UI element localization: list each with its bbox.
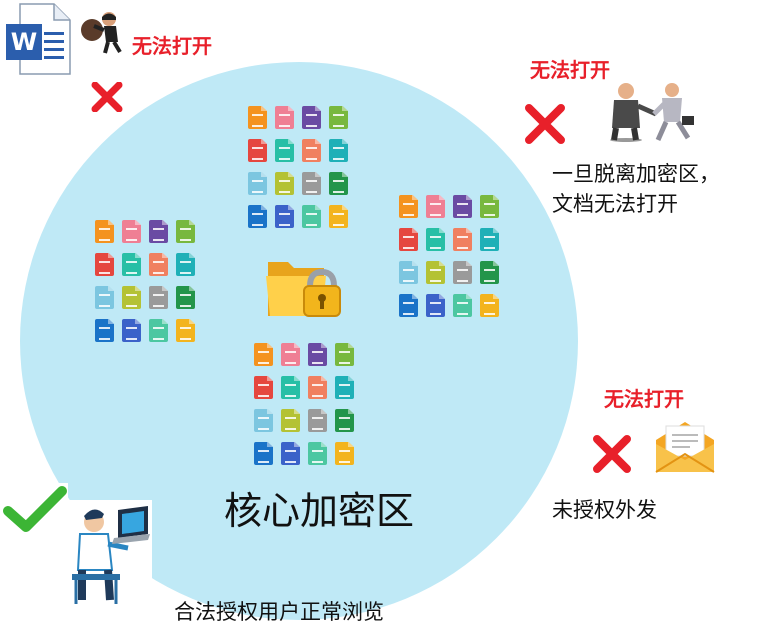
encrypted-file-icon [176, 253, 195, 276]
encrypted-file-icon [149, 286, 168, 309]
encrypted-file-icon [281, 442, 300, 465]
deny-x-icon [593, 435, 631, 473]
encrypted-file-icon [149, 220, 168, 243]
businessmen-dragging-icon [610, 83, 694, 142]
encrypted-file-icon [254, 376, 273, 399]
encrypted-file-icon [302, 139, 321, 162]
encrypted-file-icon [248, 106, 267, 129]
encrypted-file-icon [480, 228, 499, 251]
encrypted-file-icon [122, 253, 141, 276]
encrypted-file-icon [335, 343, 354, 366]
encrypted-file-icon [248, 139, 267, 162]
encrypted-file-icon [176, 319, 195, 342]
encrypted-file-icon [480, 195, 499, 218]
encrypted-file-icon [426, 228, 445, 251]
encrypted-file-icon [480, 261, 499, 284]
encrypted-file-icon [426, 261, 445, 284]
encrypted-file-icon [254, 442, 273, 465]
encrypted-file-icon [281, 376, 300, 399]
encrypted-file-icon [176, 286, 195, 309]
encrypted-file-icon [399, 228, 418, 251]
encrypted-file-icon [281, 343, 300, 366]
encrypted-file-icon [95, 319, 114, 342]
file-grid-top [248, 106, 348, 228]
deny-x-icon [525, 104, 565, 144]
encrypted-file-icon [453, 261, 472, 284]
file-grid-left [95, 220, 195, 342]
encrypted-file-icon [426, 195, 445, 218]
encrypted-file-icon [302, 106, 321, 129]
encrypted-file-icon [95, 253, 114, 276]
encrypted-file-icon [453, 294, 472, 317]
encrypted-file-icon [453, 195, 472, 218]
user-at-computer-icon [68, 500, 152, 608]
encrypted-file-icon [329, 139, 348, 162]
leave-zone-desc-line1: 一旦脱离加密区， [552, 162, 720, 186]
encrypted-file-icon [335, 376, 354, 399]
encrypted-file-icon [399, 261, 418, 284]
encrypted-file-icon [399, 294, 418, 317]
encrypted-file-icon [302, 172, 321, 195]
encrypted-file-icon [335, 409, 354, 432]
encrypted-file-icon [275, 106, 294, 129]
word-document-icon: W [6, 3, 71, 75]
encrypted-file-icon [254, 343, 273, 366]
thief-icon [81, 12, 122, 54]
leave-zone-desc-line2: 文档无法打开 [552, 192, 678, 216]
encrypted-file-icon [248, 205, 267, 228]
encrypted-file-icon [176, 220, 195, 243]
core-zone-title: 核心加密区 [224, 489, 415, 533]
encrypted-file-icon [95, 220, 114, 243]
encrypted-file-icon [248, 172, 267, 195]
svg-text:W: W [11, 28, 37, 56]
encrypted-file-icon [302, 205, 321, 228]
encrypted-file-icon [426, 294, 445, 317]
encrypted-file-icon [329, 106, 348, 129]
encrypted-file-icon [308, 409, 327, 432]
deny-x-icon [91, 82, 123, 112]
encrypted-file-icon [149, 253, 168, 276]
file-grid-right [399, 195, 499, 317]
encrypted-file-icon [122, 319, 141, 342]
leave-zone-deny-label: 无法打开 [530, 58, 610, 82]
legal-user-desc: 合法授权用户正常浏览 [174, 600, 384, 624]
unauthorized-send-deny-label: 无法打开 [604, 387, 684, 411]
envelope-icon [655, 422, 715, 473]
file-grid-bottom [254, 343, 354, 465]
encrypted-file-icon [308, 343, 327, 366]
encrypted-file-icon [275, 172, 294, 195]
encrypted-file-icon [308, 376, 327, 399]
encrypted-file-icon [149, 319, 168, 342]
encrypted-file-icon [308, 442, 327, 465]
encrypted-file-icon [335, 442, 354, 465]
allow-check-icon [2, 483, 68, 537]
encrypted-file-icon [453, 228, 472, 251]
encrypted-file-icon [281, 409, 300, 432]
encrypted-file-icon [480, 294, 499, 317]
encrypted-file-icon [399, 195, 418, 218]
encrypted-file-icon [329, 172, 348, 195]
encrypted-file-icon [275, 139, 294, 162]
encrypted-file-icon [122, 286, 141, 309]
encrypted-file-icon [95, 286, 114, 309]
encrypted-file-icon [329, 205, 348, 228]
locked-folder-icon [266, 262, 341, 317]
encrypted-file-icon [275, 205, 294, 228]
unauthorized-send-desc: 未授权外发 [552, 498, 657, 522]
doc-theft-deny-label: 无法打开 [132, 34, 212, 58]
encrypted-file-icon [254, 409, 273, 432]
encrypted-file-icon [122, 220, 141, 243]
